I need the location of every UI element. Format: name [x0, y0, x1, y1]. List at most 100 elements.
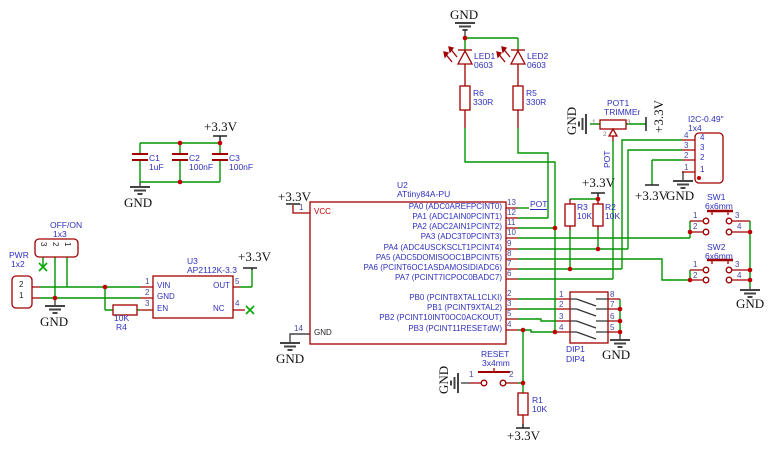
dip-switch-symbol[interactable]: [556, 291, 620, 344]
r3-symbol[interactable]: [564, 199, 576, 230]
pot1-pin2: 2: [603, 131, 607, 138]
reg-en-num: 3: [145, 299, 150, 308]
reg-gnd-num: 2: [145, 288, 150, 297]
mcu-num-6: 6: [507, 269, 512, 278]
offon-connector-symbol[interactable]: [34, 238, 79, 258]
mcu-pin-pa1: PA1 (ADC1AIN0PCINT1): [412, 212, 502, 221]
dip-ref1: DIP1: [566, 344, 585, 354]
dip-ref4: DIP4: [566, 354, 585, 364]
gnd-label-top: GND: [450, 7, 479, 22]
pwr-value: 1x2: [11, 259, 25, 269]
c3-ref: C3: [229, 153, 240, 163]
capacitor-symbols[interactable]: [132, 153, 228, 161]
v33-label-mcu: +3.3V: [278, 189, 311, 204]
i2c-pin3-inner: 3: [700, 143, 705, 152]
sw1-pin4: 4: [737, 222, 742, 231]
reg-vin-num: 1: [145, 277, 150, 286]
r1-symbol[interactable]: [517, 392, 529, 424]
i2c-pin2-inner: 2: [700, 153, 705, 162]
led2-symbol[interactable]: [496, 46, 527, 128]
gnd-label-i2c: GND: [666, 188, 695, 203]
gnd-label-pwr: GND: [40, 314, 69, 329]
c3-value: 100nF: [229, 162, 254, 172]
c2-value: 100nF: [189, 162, 214, 172]
sw1-ref: SW1: [707, 192, 726, 202]
reset-button-symbol[interactable]: [470, 368, 518, 387]
mcu-num-3: 3: [507, 299, 512, 308]
pwr-pin2: 2: [19, 280, 24, 289]
pot1-pin1: 1: [592, 119, 596, 126]
reg-ref: U3: [187, 256, 198, 266]
led1-symbol[interactable]: [443, 46, 474, 128]
dip-pin1: 1: [559, 290, 564, 299]
mcu-pin-pa4: PA4 (ADC4USCKSCLT1PCINT4): [383, 243, 502, 252]
sw2-symbol[interactable]: [690, 258, 750, 284]
mcu-body[interactable]: [309, 201, 507, 345]
junction-dots: [52, 35, 753, 386]
pwr-connector-symbol[interactable]: [11, 275, 40, 309]
i2c-ref: I2C-0.49": [688, 114, 724, 124]
sw1-pin1: 1: [693, 211, 698, 220]
regulator-symbol[interactable]: [140, 275, 245, 319]
mcu-pin-pb3: PB3 (PCINT11RESETdW): [408, 324, 502, 333]
reg-nc-num: 4: [235, 299, 240, 308]
r2-symbol[interactable]: [592, 199, 604, 230]
v33-label-r1: +3.3V: [507, 428, 540, 443]
mcu-gnd-name: GND: [314, 328, 332, 337]
pot-net-label-pin13: POT: [530, 199, 548, 210]
r4-symbol[interactable]: [112, 304, 138, 316]
sw1-value: 6x6mm: [705, 201, 733, 211]
dip-pin2: 2: [559, 300, 564, 309]
i2c-pin1-num: 1: [684, 163, 689, 172]
dip-pin4: 4: [559, 323, 564, 332]
mcu-num-9: 9: [507, 239, 512, 248]
r6-value: 330R: [473, 97, 494, 107]
r4-ref: R4: [116, 322, 127, 332]
offon-ref: OFF/ON: [50, 220, 83, 230]
offon-pin1: 1: [63, 242, 72, 247]
sw1-symbol[interactable]: [690, 209, 750, 236]
led1-value: 0603: [474, 60, 493, 70]
gnd-label-dip: GND: [602, 347, 631, 362]
r2-ref: R2: [605, 202, 616, 212]
v33-label-caps: +3.3V: [204, 119, 237, 134]
i2c-connector-symbol[interactable]: [682, 132, 724, 184]
i2c-pin4-num: 4: [684, 131, 689, 140]
offon-pin2: 2: [51, 242, 60, 247]
r3-value: 10K: [577, 211, 593, 221]
mcu-pin-pb2: PB2 (PCINT10INT0OC0ACKOUT): [379, 313, 502, 322]
mcu-pin-pb1: PB1 (PCINT9XTAL2): [427, 303, 502, 312]
r1-value: 10K: [532, 404, 548, 414]
pot1-value: TRIMMEr: [604, 107, 641, 117]
mcu-num-5: 5: [507, 309, 512, 318]
pot1-ref: POT1: [607, 98, 630, 108]
pot1-symbol[interactable]: [599, 119, 627, 141]
i2c-pin3-num: 3: [684, 141, 689, 150]
mcu-pin-pa7: PA7 (PCINT7ICPOC0BADC7): [395, 273, 502, 282]
r5-value: 330R: [526, 97, 547, 107]
mcu-pin-pb0: PB0 (PCINT8XTAL1CLKI): [409, 293, 502, 302]
i2c-pin1-inner: 1: [700, 165, 705, 174]
sw2-pin2: 2: [693, 271, 698, 280]
mcu-vcc-name: VCC: [314, 207, 331, 216]
mcu-pin-pa5: PA5 (ADC5DOMISOOC1BPCINT5): [375, 253, 502, 262]
sw2-pin1: 1: [693, 260, 698, 269]
pwr-pin1: 1: [19, 291, 24, 300]
reg-out-num: 5: [235, 277, 240, 286]
mcu-num-13: 13: [507, 198, 516, 207]
r5-ref: R5: [526, 88, 537, 98]
r1-ref: R1: [532, 395, 543, 405]
r2-value: 10K: [605, 211, 621, 221]
sw2-pin4: 4: [737, 271, 742, 280]
mcu-num-10: 10: [507, 228, 516, 237]
reg-nc-name: NC: [213, 304, 225, 313]
component-symbols: [11, 46, 750, 424]
mcu-num-4: 4: [507, 320, 512, 329]
pot1-pin3: 3: [627, 119, 631, 126]
pot-net-label: POT: [602, 150, 612, 168]
gnd-label-caps: GND: [124, 195, 153, 210]
mcu-num-12: 12: [507, 208, 516, 217]
r4-value: 10K: [114, 313, 130, 323]
mcu-pin-pa6: PA6 (PCINT6OC1ASDAMOSIDIADC6): [363, 263, 502, 272]
